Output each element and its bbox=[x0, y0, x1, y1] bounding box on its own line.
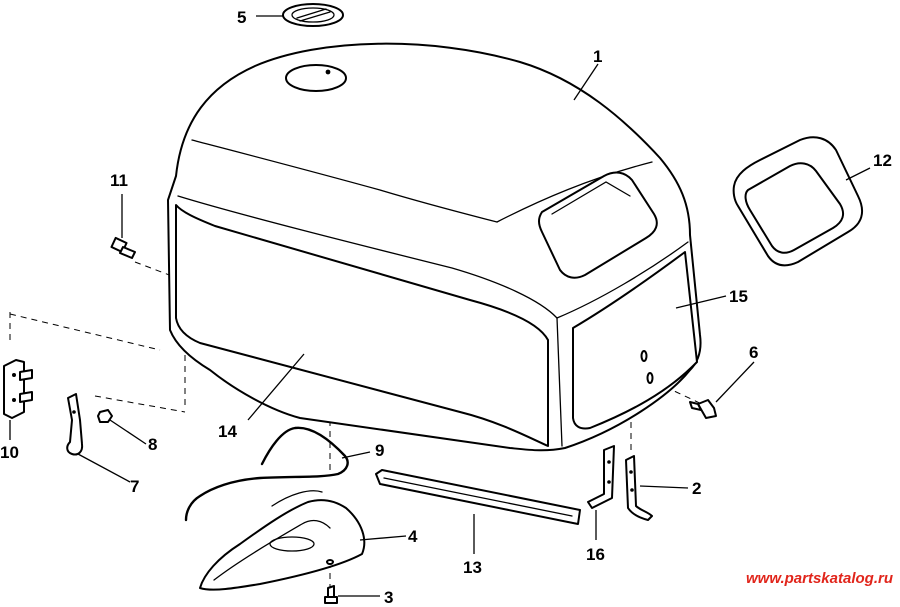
callout-labels: 1 2 3 4 5 6 7 8 9 10 11 12 13 14 15 16 bbox=[0, 8, 892, 607]
callout-15: 15 bbox=[729, 287, 748, 306]
callout-8: 8 bbox=[148, 435, 157, 454]
callout-10: 10 bbox=[0, 443, 19, 462]
watermark-text: www.partskatalog.ru bbox=[746, 570, 893, 587]
callout-3: 3 bbox=[384, 588, 393, 607]
window-trim bbox=[732, 136, 864, 267]
callout-4: 4 bbox=[408, 527, 418, 546]
callout-14: 14 bbox=[218, 422, 237, 441]
nut-8 bbox=[97, 409, 113, 423]
callout-5: 5 bbox=[237, 8, 246, 27]
callout-11: 11 bbox=[110, 171, 128, 190]
latch-bracket-16 bbox=[587, 445, 615, 509]
callout-6: 6 bbox=[749, 343, 758, 362]
seal-strip-13 bbox=[375, 469, 581, 525]
callout-1: 1 bbox=[593, 47, 602, 66]
callout-12: 12 bbox=[873, 151, 892, 170]
engine-cover bbox=[167, 42, 702, 452]
bracket-7 bbox=[66, 393, 84, 456]
callout-2: 2 bbox=[692, 479, 701, 498]
callout-16: 16 bbox=[586, 545, 605, 564]
callout-7: 7 bbox=[130, 477, 139, 496]
bracket-plate-10 bbox=[3, 359, 33, 419]
leader-lines bbox=[9, 15, 871, 597]
latch-bracket-2 bbox=[625, 455, 653, 521]
cable-9 bbox=[184, 426, 349, 522]
screw-11 bbox=[110, 236, 136, 259]
callout-13: 13 bbox=[463, 558, 482, 577]
top-grommet bbox=[282, 3, 344, 27]
callout-9: 9 bbox=[375, 441, 384, 460]
screw-3 bbox=[324, 585, 338, 604]
lower-tray-4 bbox=[199, 490, 366, 591]
screw-6 bbox=[689, 399, 717, 419]
